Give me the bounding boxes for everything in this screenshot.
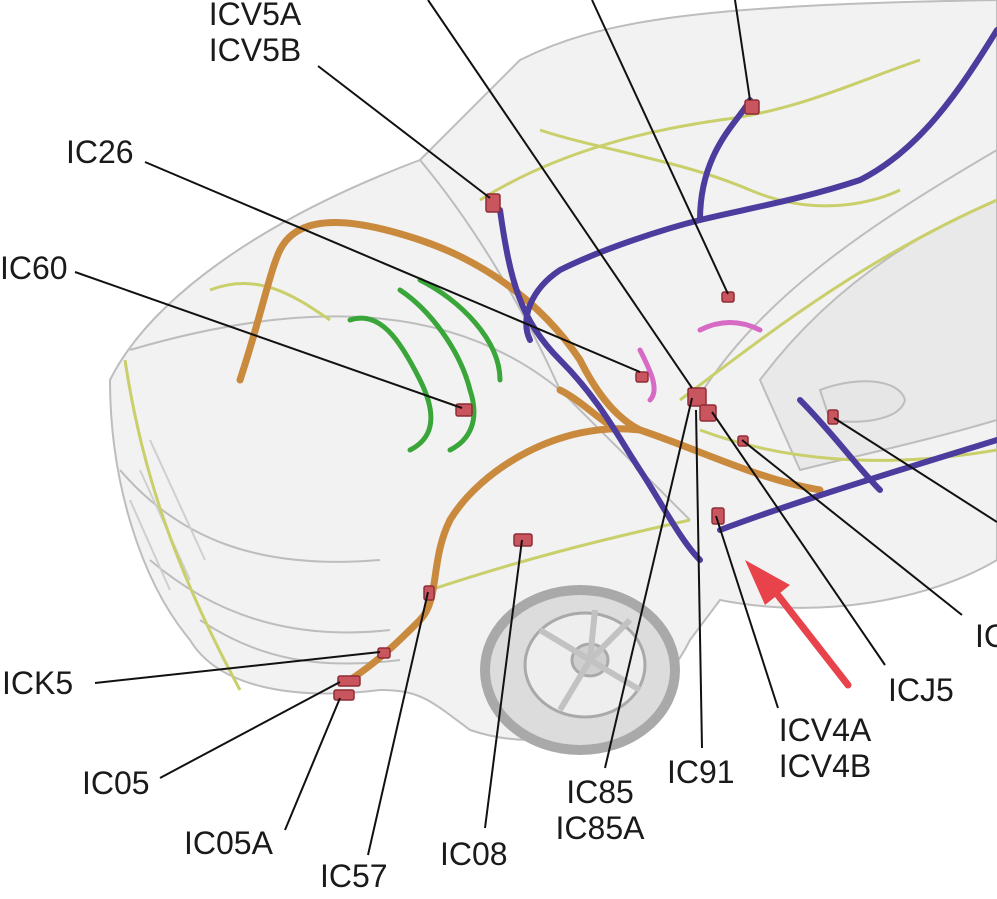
label-ic26: IC26	[66, 134, 134, 170]
label-ic-cut: IC	[975, 618, 997, 654]
label-ic85a-text: IC85A	[555, 810, 645, 846]
harness-pink	[637, 320, 763, 403]
label-ick5-text: ICK5	[2, 665, 74, 701]
label-ic08-text: IC08	[440, 836, 508, 872]
label-ic05: IC05	[82, 765, 150, 801]
label-icv4: ICV4A ICV4B	[770, 712, 880, 784]
label-icv5b: ICV5B	[208, 32, 302, 68]
label-ic08: IC08	[440, 836, 508, 872]
label-ic57-text: IC57	[320, 858, 388, 894]
label-ick5: ICK5	[2, 665, 73, 701]
label-icv4a-text: ICV4A	[778, 712, 872, 748]
vehicle-body	[108, 0, 997, 741]
harness-purple	[497, 27, 997, 563]
front-wheel	[480, 585, 680, 755]
label-ic85: IC85 IC85A	[548, 774, 652, 846]
leader-lines	[74, 0, 997, 856]
label-ic05a-text: IC05A	[184, 825, 273, 861]
label-icv5: ICV5A ICV5B	[200, 0, 310, 68]
label-ic91-text: IC91	[667, 754, 735, 790]
label-ic57: IC57	[320, 858, 388, 894]
harness-green	[347, 277, 503, 453]
label-icj5: ICJ5	[888, 672, 954, 708]
label-icv5a: ICV5A	[208, 0, 302, 32]
label-ic91: IC91	[667, 754, 735, 790]
label-ic26-text: IC26	[66, 134, 134, 170]
label-icv4b-text: ICV4B	[778, 748, 872, 784]
label-icj5-text: ICJ5	[888, 672, 954, 708]
label-ic60: IC60	[0, 250, 68, 286]
connectors	[333, 99, 839, 701]
label-ic05-text: IC05	[82, 765, 150, 801]
label-ic85-text: IC85	[566, 774, 634, 810]
label-ic05a: IC05A	[184, 825, 273, 861]
label-ic60-text: IC60	[0, 250, 68, 286]
label-ic-cut-text: IC	[975, 618, 997, 654]
highlight-arrow	[745, 560, 852, 689]
